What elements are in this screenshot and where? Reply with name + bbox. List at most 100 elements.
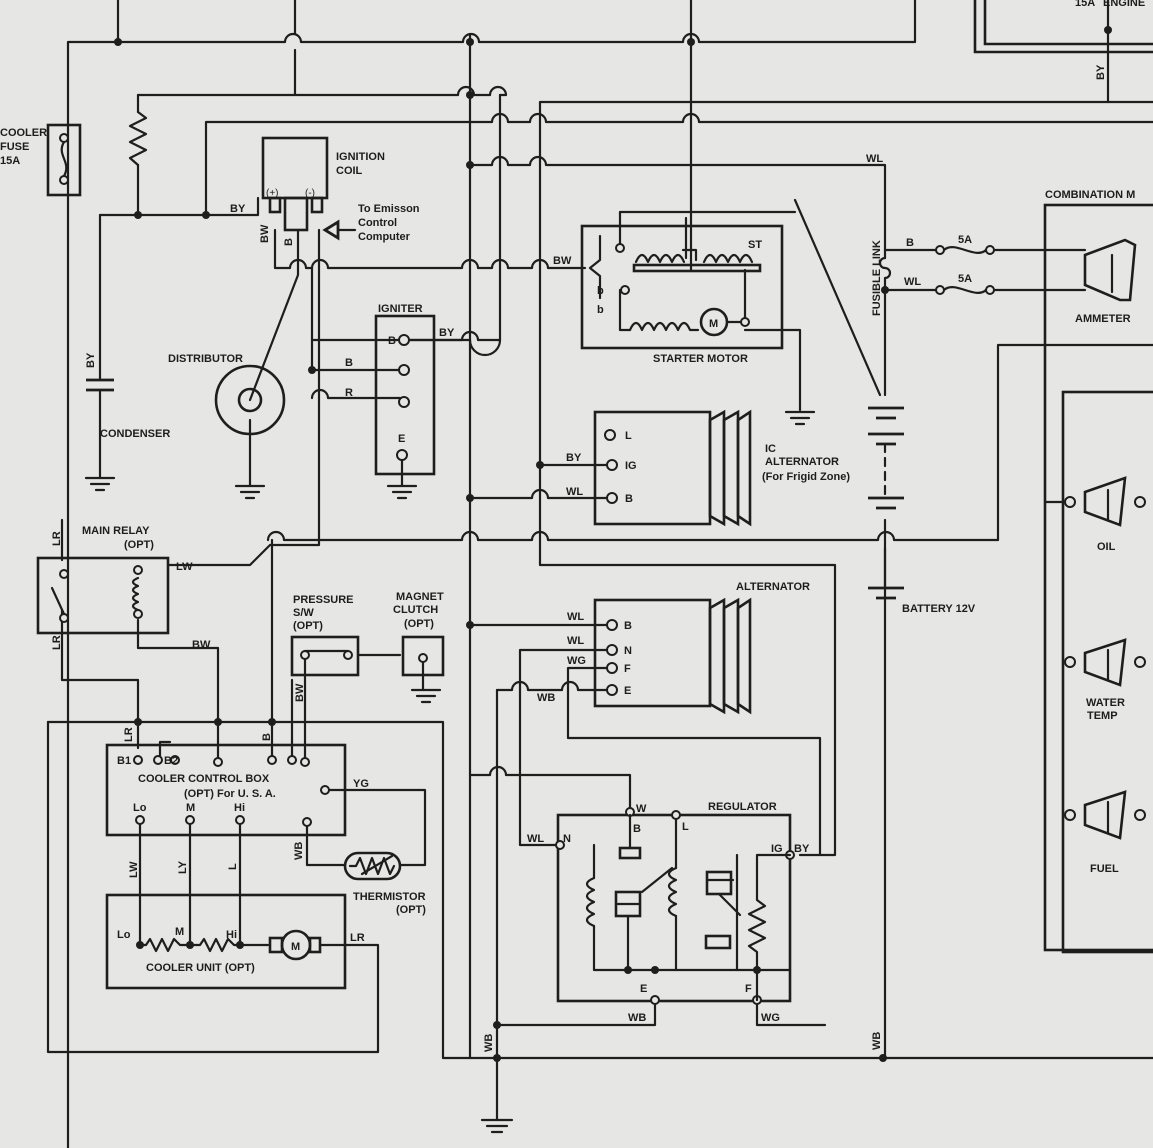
wire-label-b-4: B [261, 733, 273, 741]
wire-label-bw-3: BW [192, 639, 211, 651]
cooler-unit-m: M [175, 926, 184, 938]
thermistor-opt: (OPT) [396, 904, 426, 916]
ic-alternator: L IG B IC ALTERNATOR (For Frigid Zone) [593, 409, 850, 527]
reg-terminal-ig: IG [771, 843, 783, 855]
main-relay: MAIN RELAY (OPT) [36, 525, 170, 635]
alt-terminal-e: E [624, 685, 631, 697]
igniter: IGNITER B E [374, 303, 436, 476]
magnet-clutch-line1: MAGNET [396, 591, 444, 603]
alt-terminal-f: F [624, 663, 631, 675]
thermistor: THERMISTOR (OPT) [343, 851, 426, 916]
battery-label: BATTERY 12V [902, 603, 976, 615]
wire-label-wl-6: WL [527, 833, 544, 845]
wire-label-bw-1: BW [259, 224, 271, 243]
cooler-fuse: COOLER FUSE 15A [0, 123, 82, 197]
ammeter-label: AMMETER [1075, 313, 1131, 325]
starter-b-label-1: b [597, 285, 604, 297]
emission-note-3: Computer [358, 231, 411, 243]
control-box-m: M [186, 802, 195, 814]
fusible-link-label: FUSIBLE LINK [871, 240, 883, 316]
main-relay-label: MAIN RELAY [82, 525, 150, 537]
coil-plus-label: (+) [266, 188, 279, 199]
control-box-lo: Lo [133, 802, 147, 814]
reg-terminal-n: N [563, 833, 571, 845]
wire-label-by-3: BY [439, 327, 455, 339]
ic-alternator-line2: ALTERNATOR [765, 456, 839, 468]
wire-label-lr-1: LR [51, 531, 63, 546]
wire-label-wb-1: WB [293, 842, 305, 860]
control-box-opt: (OPT) For U. S. A. [184, 788, 276, 800]
water-label: WATER [1086, 697, 1125, 709]
igniter-label: IGNITER [378, 303, 423, 315]
alternator: B N F E ALTERNATOR [593, 581, 810, 715]
wire-label-bw-2: BW [553, 255, 572, 267]
wire-label-lw-2: LW [128, 861, 140, 878]
cooler-unit-hi: Hi [226, 929, 237, 941]
wire-label-by-6: BY [794, 843, 810, 855]
wire-label-wg-2: WG [761, 1012, 780, 1024]
emission-note-2: Control [358, 217, 397, 229]
wire-labels: BY BW B BY B R BY BW WL B WL BY WL BY LW… [51, 64, 1107, 1052]
wire-label-yg: YG [353, 778, 369, 790]
wire-label-ly: LY [177, 860, 189, 874]
wire-label-by-4: BY [566, 452, 582, 464]
cooler-unit-lo: Lo [117, 929, 131, 941]
starter-motor-symbol: M [709, 318, 718, 330]
wire-label-b-2: B [345, 357, 353, 369]
wire-label-wb-2: WB [537, 692, 555, 704]
top-right-box: 15A ENGINE [973, 0, 1153, 104]
alt-terminal-b: B [624, 620, 632, 632]
wire-label-by-2: BY [85, 352, 97, 368]
control-box-b2: B2 [164, 755, 178, 767]
junction-dots [114, 38, 889, 1062]
cooler-fuse-line2: FUSE [0, 141, 29, 153]
reg-terminal-e: E [640, 983, 647, 995]
ignition-coil-line2: COIL [336, 165, 363, 177]
reg-terminal-l: L [682, 821, 689, 833]
wire-label-wb-4: WB [483, 1034, 495, 1052]
wire-label-wb-3: WB [628, 1012, 646, 1024]
igniter-terminal-b: B [388, 335, 396, 347]
main-relay-opt: (OPT) [124, 539, 154, 551]
condenser-label: CONDENSER [100, 428, 170, 440]
resistor-icon [128, 110, 148, 167]
wire-label-b-1: B [283, 238, 295, 246]
cooler-unit: M Lo M Hi COOLER UNIT (OPT) [105, 893, 347, 990]
ic-alternator-line3: (For Frigid Zone) [762, 471, 850, 483]
magnet-clutch: MAGNET CLUTCH (OPT) [393, 591, 445, 692]
top-right-engine: ENGINE [1103, 0, 1145, 9]
combination-meter: COMBINATION M AMMETER OIL WATER TEMP FUE… [1043, 189, 1153, 954]
wire-label-lw-1: LW [176, 561, 193, 573]
wire-label-b-3: B [906, 237, 914, 249]
ic-alt-terminal-b: B [625, 493, 633, 505]
ic-alt-terminal-l: L [625, 430, 632, 442]
fuel-label: FUEL [1090, 863, 1119, 875]
wire-label-lr-2: LR [51, 635, 63, 650]
pressure-sw-line1: PRESSURE [293, 594, 354, 606]
cooler-unit-motor: M [291, 941, 300, 953]
regulator: REGULATOR W B L N IG E F [555, 801, 795, 1005]
reg-terminal-b: B [633, 823, 641, 835]
wire-label-wl-5: WL [567, 635, 584, 647]
temp-label: TEMP [1087, 710, 1118, 722]
starter-motor-label: STARTER MOTOR [653, 353, 748, 365]
wire-label-by-1: BY [230, 203, 246, 215]
magnet-clutch-line3: (OPT) [404, 618, 434, 630]
cooler-fuse-line3: 15A [0, 155, 20, 167]
wire-label-wl-3: WL [566, 486, 583, 498]
wire-label-wl-1: WL [866, 153, 883, 165]
coil-minus-label: (-) [305, 188, 315, 199]
emission-note-1: To Emisson [358, 203, 420, 215]
wire-label-r: R [345, 387, 353, 399]
control-box-hi: Hi [234, 802, 245, 814]
starter-st-label: ST [748, 239, 762, 251]
wire-label-by-5: BY [1095, 64, 1107, 80]
ic-alt-terminal-ig: IG [625, 460, 637, 472]
igniter-terminal-e: E [398, 433, 405, 445]
starter-b-label-2: b [597, 304, 604, 316]
reg-terminal-w: W [636, 803, 647, 815]
ic-alternator-line1: IC [765, 443, 776, 455]
wire-label-bw-4: BW [294, 683, 306, 702]
cooler-unit-label: COOLER UNIT (OPT) [146, 962, 255, 974]
